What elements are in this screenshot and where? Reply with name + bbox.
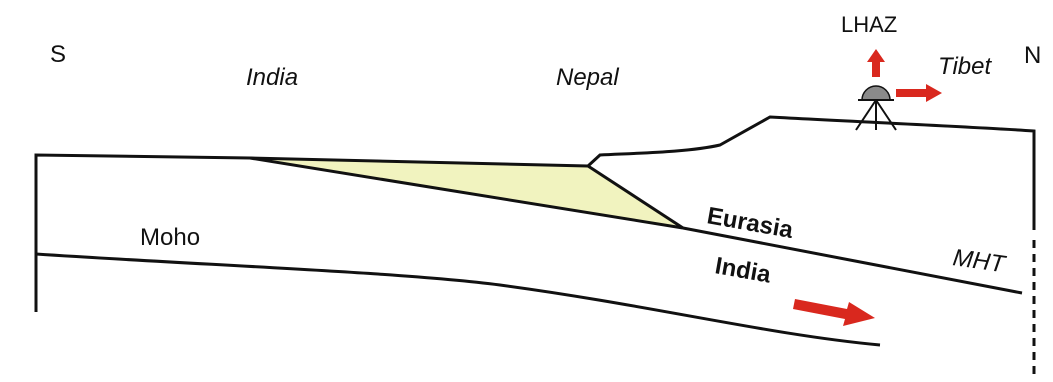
nepal-region-label: Nepal — [556, 64, 619, 91]
station-label: LHAZ — [841, 12, 897, 37]
arrow-right-icon — [896, 84, 942, 102]
north-label: N — [1024, 42, 1041, 69]
eurasia-plate-label: Eurasia — [705, 202, 796, 244]
mht-label: MHT — [951, 244, 1009, 278]
moho-label: Moho — [140, 224, 200, 251]
india-region-label: India — [246, 64, 298, 91]
india-plate-label: India — [713, 252, 773, 288]
tibet-region-label: Tibet — [938, 53, 992, 80]
south-label: S — [50, 41, 66, 68]
arrow-up-icon — [867, 49, 885, 77]
plate-motion-arrow-icon — [793, 299, 875, 326]
